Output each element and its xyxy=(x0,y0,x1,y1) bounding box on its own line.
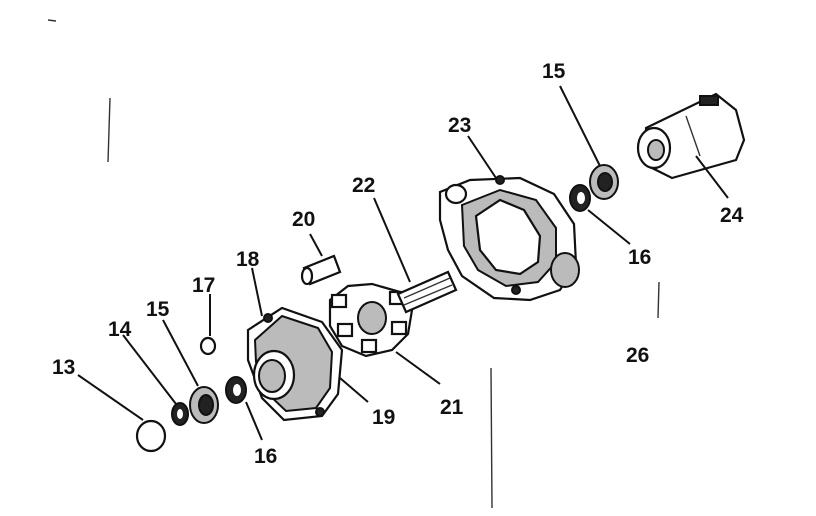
coupling-24 xyxy=(636,92,746,199)
callout-18: 18 xyxy=(236,248,260,271)
callout-23: 23 xyxy=(448,114,471,137)
seal-16-left xyxy=(225,376,263,441)
shaft-22 xyxy=(373,197,458,314)
callout-19: 19 xyxy=(372,406,395,429)
callout-21: 21 xyxy=(440,396,464,419)
callout-13: 13 xyxy=(52,356,75,379)
callout-14: 14 xyxy=(108,318,132,341)
callout-16-right: 16 xyxy=(628,246,651,269)
callout-20: 20 xyxy=(292,208,315,231)
washer-14 xyxy=(122,334,189,426)
pin-20 xyxy=(300,233,342,286)
callout-16-left: 16 xyxy=(254,445,277,468)
seal-16-right xyxy=(569,184,631,245)
guide-line-right xyxy=(657,281,660,319)
guide-line-left xyxy=(107,97,111,163)
bearing-15-left xyxy=(162,319,219,424)
screw-17 xyxy=(199,294,217,356)
scan-mark xyxy=(47,19,57,22)
callout-26: 26 xyxy=(626,344,649,367)
callout-22: 22 xyxy=(352,174,375,197)
callout-24: 24 xyxy=(720,204,744,227)
guide-line-center xyxy=(490,367,493,509)
callout-17: 17 xyxy=(192,274,215,297)
rotor-21 xyxy=(328,282,441,385)
retaining-ring-13 xyxy=(77,374,167,453)
callout-15-left: 15 xyxy=(146,298,170,321)
callout-15-right: 15 xyxy=(542,60,566,83)
end-cover-18 xyxy=(246,267,369,422)
bearing-15-right xyxy=(559,85,619,200)
pump-housing-23 xyxy=(438,135,580,302)
